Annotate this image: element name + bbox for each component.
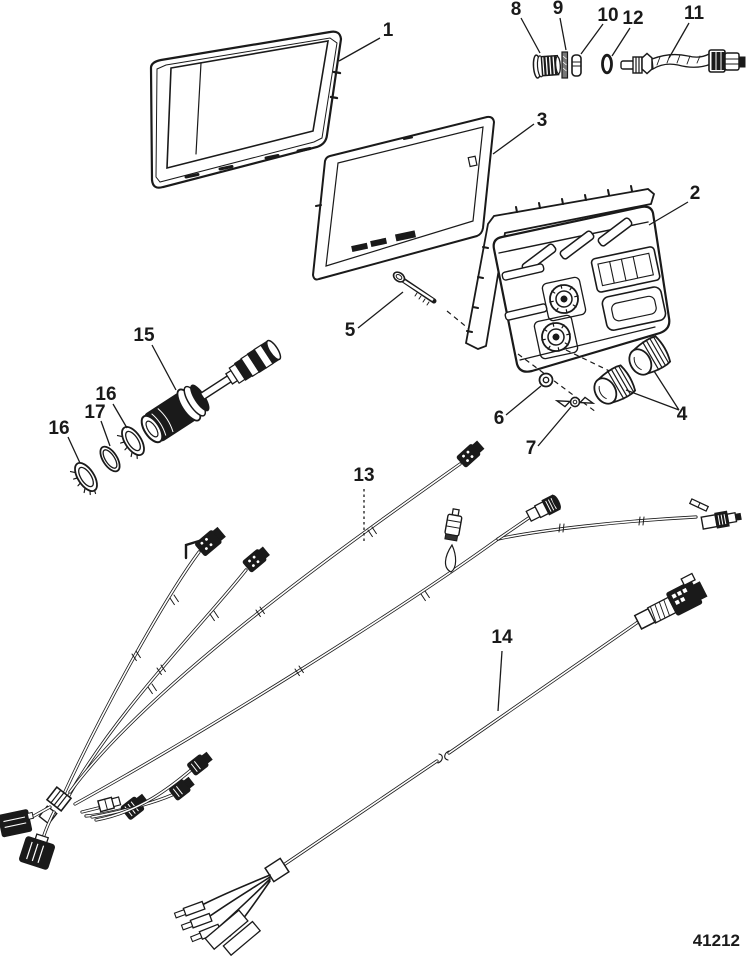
callout-6: 6: [494, 408, 505, 429]
gasket-vent-slots: [351, 230, 416, 252]
cable-14-connector: [633, 572, 708, 630]
part-14-cable: [173, 572, 708, 957]
part-1-bezel: [149, 30, 343, 189]
part-3-gasket: [311, 115, 496, 281]
callout-13: 13: [353, 465, 374, 486]
callout-9: 9: [553, 0, 564, 19]
harness-connector-2: [242, 546, 270, 573]
part-15-connector-assembly: [140, 339, 282, 444]
harness-connector-3: [456, 440, 485, 468]
module-top-ribs: [521, 217, 633, 273]
cap-upper: [628, 335, 672, 376]
callout-17: 17: [84, 402, 105, 423]
callout-leaders: [67, 17, 690, 712]
callout-3: 3: [537, 110, 548, 131]
callout-8: 8: [511, 0, 522, 20]
part-6-washer: [538, 372, 554, 388]
drawing-number: 41212: [693, 931, 740, 950]
callout-2: 2: [690, 183, 701, 204]
callout-1: 1: [383, 20, 394, 41]
module-pin-connector-block: [590, 246, 667, 331]
callout-7: 7: [526, 438, 537, 459]
callout-labels: 1 2 3 4 5 6 7 8 9 10 11 12 13 14 15 16 1…: [48, 0, 704, 648]
part-11-pigtail-cable: [620, 49, 746, 75]
part-9-pin: [561, 51, 569, 79]
callout-5: 5: [345, 320, 356, 341]
part-2-module: [464, 185, 671, 373]
part-13-harness: [0, 440, 742, 870]
part-16-ring-upper: [116, 425, 145, 460]
cap-lower: [593, 364, 637, 405]
callout-11: 11: [684, 3, 705, 24]
module-round-connector-a: [541, 276, 587, 322]
part-5-screw: [392, 271, 437, 306]
harness-dangling-plug: [444, 508, 463, 573]
callout-15: 15: [133, 325, 155, 346]
harness-barrel-connector: [525, 494, 561, 523]
part-12-o-ring: [601, 53, 613, 75]
cable-14-lower-end: [173, 857, 290, 957]
part-8-plug: [532, 54, 561, 79]
part-10-sleeve: [571, 54, 582, 77]
harness-connector-1: [195, 526, 226, 556]
callout-16-upper: 16: [95, 384, 116, 405]
callout-10: 10: [597, 5, 618, 26]
harness-connector-right: [700, 510, 742, 530]
callout-4: 4: [677, 404, 688, 425]
callout-14: 14: [491, 627, 513, 648]
part-4-caps: [593, 335, 672, 405]
module-side-grooves: [501, 263, 548, 321]
module-round-connector-b: [533, 314, 579, 360]
callout-12: 12: [622, 8, 643, 29]
callout-16-lower: 16: [48, 418, 69, 439]
part-17-ring: [99, 445, 121, 473]
part-7-wing-clip: [554, 396, 596, 408]
part-16-ring-lower: [69, 461, 98, 496]
